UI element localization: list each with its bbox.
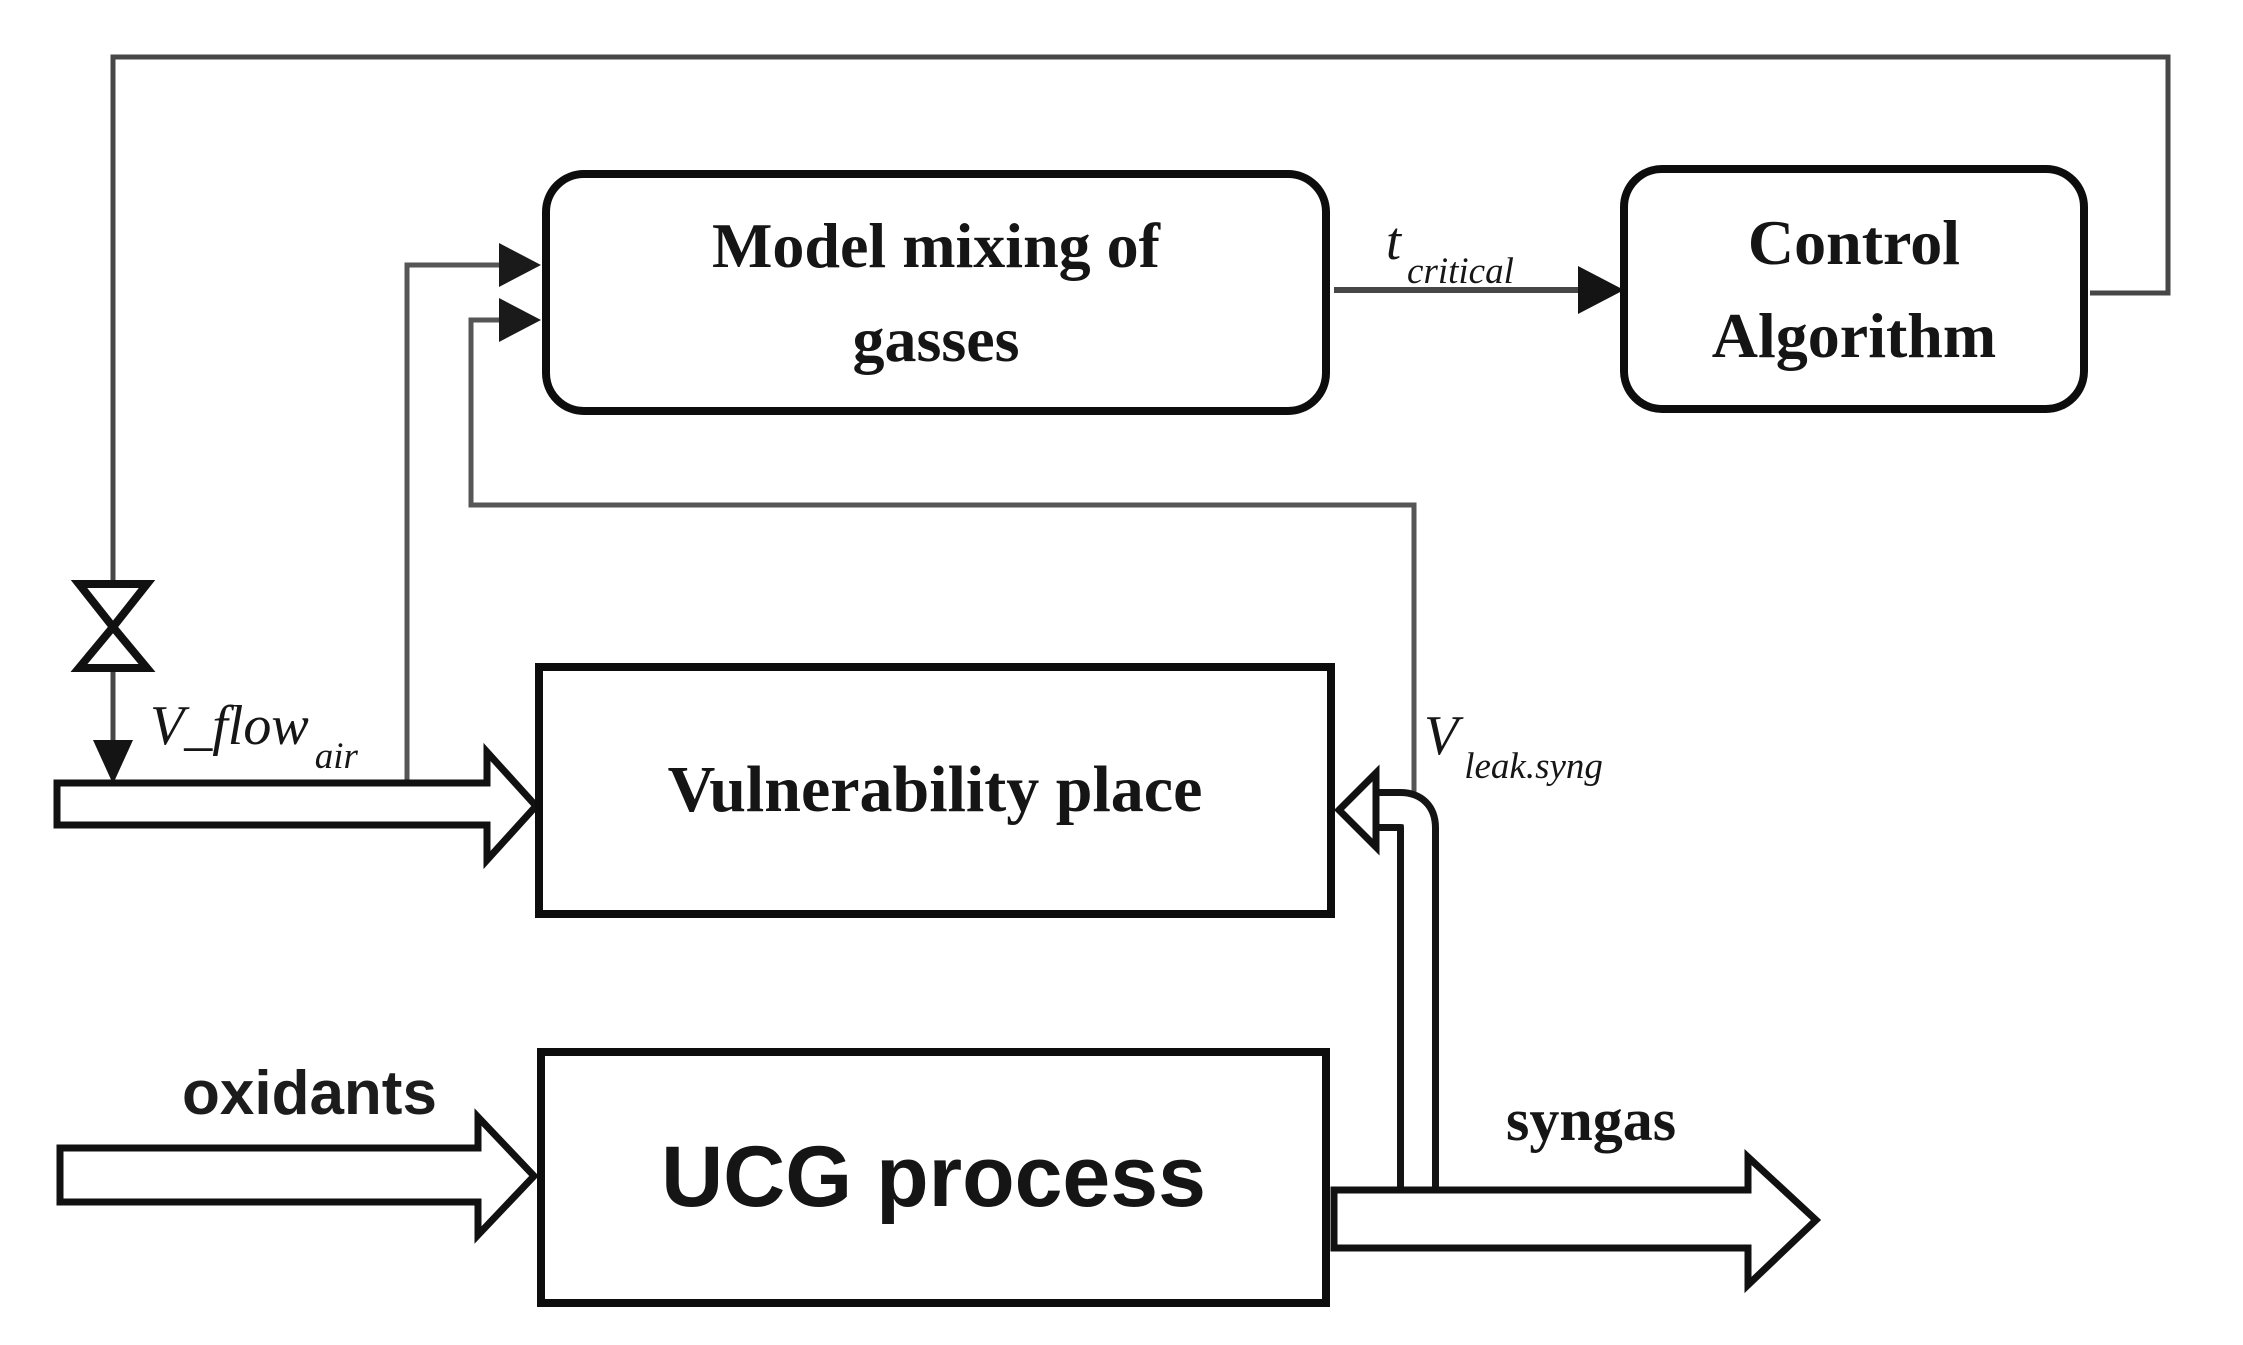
v-leak-subscript-text: leak.syng [1464,746,1603,787]
model-input1-line [404,262,499,783]
control-algorithm-label-line2: Algorithm [1711,300,1997,371]
model-input1-arrowhead [499,243,541,287]
vulnerability-place-block: Vulnerability place [535,663,1335,918]
t-critical-subscript-text: critical [1407,251,1514,292]
control-algorithm-label-line1: Control [1747,206,1961,278]
valve-icon [70,580,156,672]
leak-arrowhead [1334,764,1380,856]
feedback-line [110,54,2171,582]
model-mixing-label-line1: Model mixing of [712,210,1160,282]
t-critical-main-text: t [1386,211,1402,271]
vulnerability-place-label: Vulnerability place [667,753,1203,827]
valve-outlet-arrowhead [93,740,133,784]
model-mixing-block: Model mixing of gasses [542,170,1330,415]
t-critical-arrowhead [1578,266,1624,314]
model-mixing-label-line2: gasses [852,303,1020,375]
v-flow-block-arrow [53,742,541,870]
control-algorithm-block: Control Algorithm [1620,165,2088,413]
v-flow-subscript-text: air [314,736,358,777]
model-input2-line [468,317,1417,800]
oxidants-block-arrow [56,1108,539,1244]
syngas-signal-label: syngas [1506,1087,1677,1153]
ucg-process-label: UCG process [661,1128,1206,1225]
model-input2-arrowhead [499,298,541,342]
syngas-block-arrow [1330,1148,1822,1294]
v-leak-main-text: V [1424,705,1459,767]
v-flow-main-text: V_flow [150,695,309,757]
oxidants-signal-label: oxidants [182,1059,437,1128]
t-critical-signal-label: tcritical [1386,210,1514,292]
ucg-process-block: UCG process [537,1048,1330,1307]
leak-tube-inner [1374,796,1432,1196]
